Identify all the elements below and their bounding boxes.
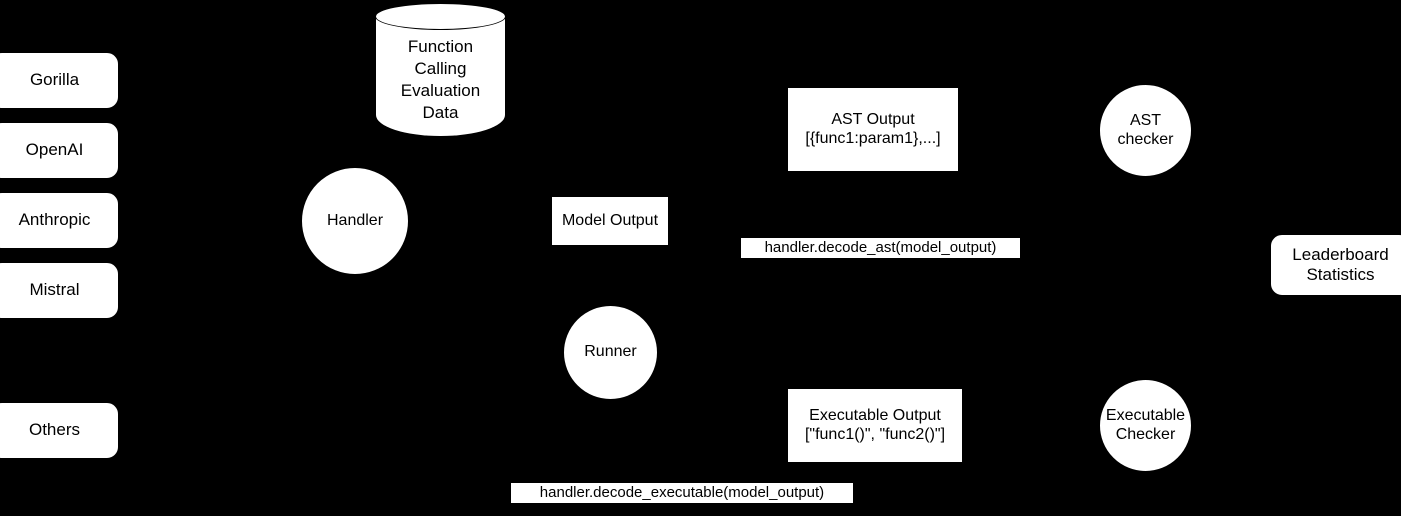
node-model-output[interactable]: Model Output: [551, 196, 669, 246]
node-handler[interactable]: Handler: [301, 167, 409, 275]
edge-label-decode-executable: handler.decode_executable(model_output): [511, 483, 853, 503]
node-provider-others[interactable]: Others: [0, 402, 119, 459]
node-provider-mistral[interactable]: Mistral: [0, 262, 119, 319]
node-ast-output[interactable]: AST Output [{func1:param1},...]: [787, 87, 959, 172]
edge-label-decode-ast: handler.decode_ast(model_output): [741, 238, 1020, 258]
node-leaderboard-statistics[interactable]: Leaderboard Statistics: [1270, 234, 1401, 296]
node-provider-anthropic[interactable]: Anthropic: [0, 192, 119, 249]
cylinder-top-ellipse: [375, 3, 506, 30]
datastore-label: Function Calling Evaluation Data: [400, 36, 481, 123]
node-runner[interactable]: Runner: [563, 305, 658, 400]
node-provider-gorilla[interactable]: Gorilla: [0, 52, 119, 109]
node-provider-openai[interactable]: OpenAI: [0, 122, 119, 179]
cylinder-body: [375, 16, 506, 137]
node-executable-output[interactable]: Executable Output ["func1()", "func2()"]: [787, 388, 963, 463]
node-ast-checker[interactable]: AST checker: [1099, 84, 1192, 177]
node-evaluation-data-store[interactable]: Function Calling Evaluation Data: [375, 3, 506, 137]
node-executable-checker[interactable]: Executable Checker: [1099, 379, 1192, 472]
